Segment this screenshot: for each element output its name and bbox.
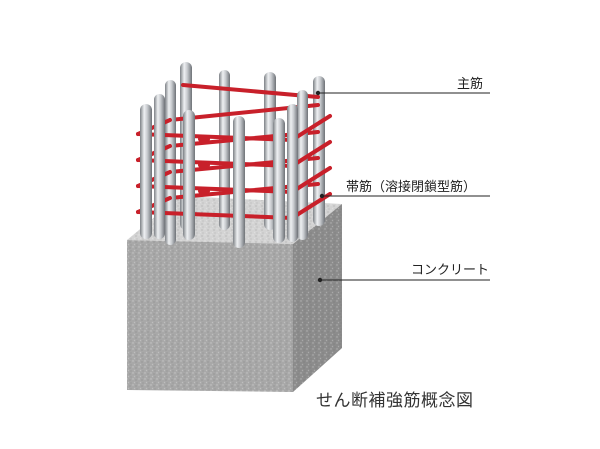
main-bar: [297, 90, 308, 240]
main-bar: [219, 70, 230, 230]
leader-dot-concrete: [317, 277, 323, 283]
leader-lines: [318, 92, 490, 281]
main-bar: [154, 94, 165, 239]
main-bar: [273, 118, 285, 243]
leader-dot-hoop-rebar: [319, 193, 325, 199]
hoop-weld-points: [198, 135, 210, 195]
diagram-caption: せん断補強筋概念図: [316, 391, 474, 411]
main-bar: [287, 104, 298, 242]
main-bar: [140, 104, 152, 239]
leader-dot-main-rebar: [315, 90, 321, 96]
main-rebar-front: [140, 94, 298, 248]
weld-point: [198, 135, 210, 143]
label-main-rebar: 主筋: [457, 77, 484, 92]
weld-point: [198, 187, 210, 195]
label-concrete: コンクリート: [411, 263, 490, 278]
main-bar: [183, 110, 195, 240]
label-hoop-rebar: 帯筋（溶接閉鎖型筋）: [346, 180, 477, 195]
weld-point: [198, 161, 210, 169]
main-bar: [233, 116, 245, 248]
